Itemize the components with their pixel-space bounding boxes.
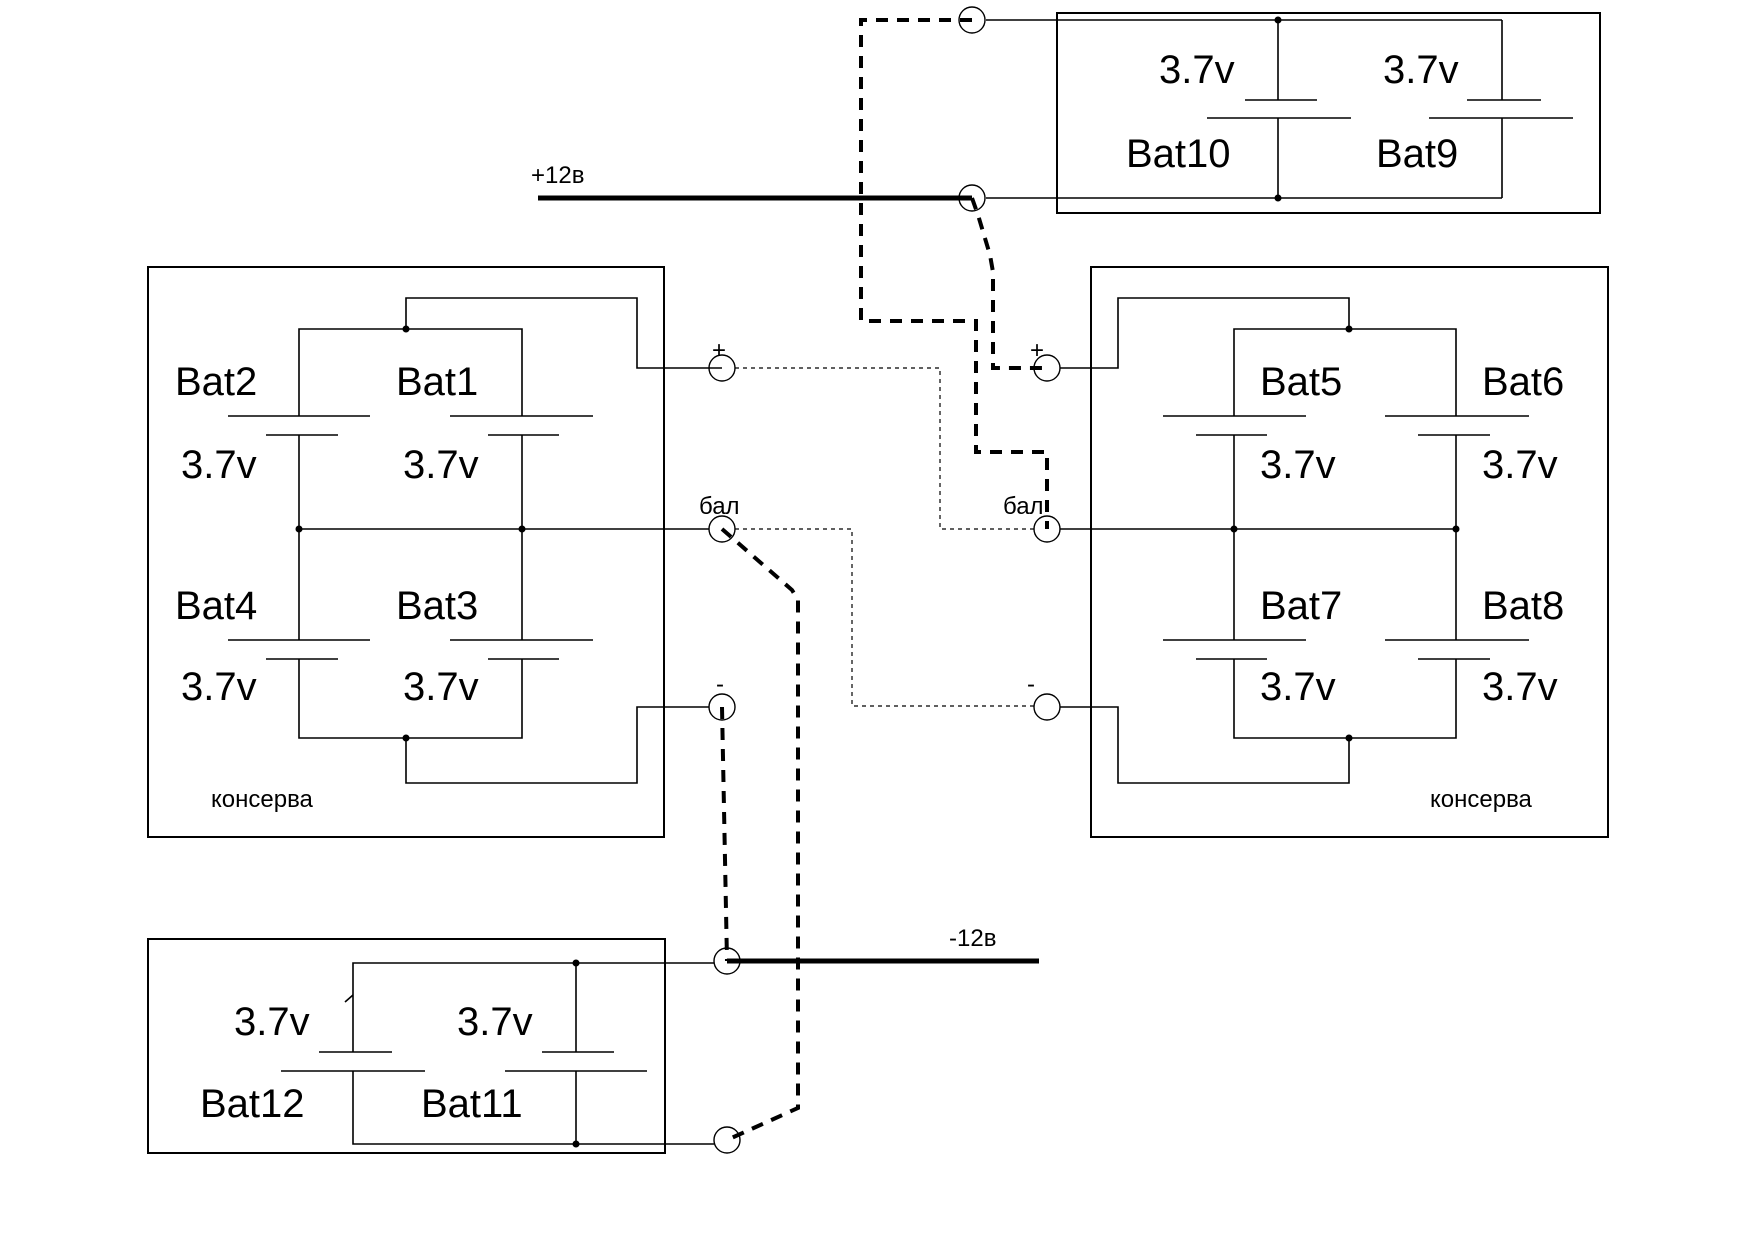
bat9-label: Bat9 bbox=[1376, 132, 1458, 176]
left-pack-top-rail bbox=[298, 328, 523, 416]
junction-dot bbox=[1452, 525, 1460, 533]
bat6-label: Bat6 bbox=[1482, 360, 1564, 404]
bat10-label: Bat10 bbox=[1126, 132, 1231, 176]
top-pack: 3.7v Bat10 3.7v Bat9 bbox=[986, 12, 1601, 214]
link-left-positive-to-right-balance bbox=[735, 367, 1034, 530]
bat2-label: Bat2 bbox=[175, 360, 257, 404]
link-left-negative-to-bottom-negative bbox=[720, 706, 729, 962]
right-pack-enclosure-label: консерва bbox=[1430, 786, 1533, 813]
bat6-voltage: 3.7v bbox=[1482, 443, 1558, 487]
bottom-pack-positive-terminal bbox=[713, 1126, 741, 1154]
bat3-voltage: 3.7v bbox=[403, 665, 479, 709]
bat1-label: Bat1 bbox=[396, 360, 478, 404]
right-pack-negative-lead bbox=[1060, 706, 1350, 784]
left-pack: Bat2 Bat1 3.7v 3.7v Bat4 Bat3 3.7v 3.7v … bbox=[147, 266, 722, 838]
bottom-pack-bottom-rail bbox=[352, 1071, 714, 1145]
junction-dot bbox=[295, 525, 303, 533]
bat8-voltage: 3.7v bbox=[1482, 665, 1558, 709]
left-pack-bottom-rail bbox=[298, 659, 523, 739]
junction-dot bbox=[1345, 325, 1353, 333]
bat3-label: Bat3 bbox=[396, 584, 478, 628]
left-pack-enclosure-label: консерва bbox=[211, 786, 314, 813]
left-pack-positive-lead bbox=[405, 297, 722, 369]
left-negative-terminal bbox=[708, 693, 736, 721]
link-top-positive-to-right-positive bbox=[970, 197, 1047, 370]
junction-dot bbox=[1230, 525, 1238, 533]
right-balance-label: бал bbox=[1003, 493, 1044, 520]
right-pack-enclosure bbox=[1090, 266, 1609, 838]
link-left-balance-to-right-negative bbox=[735, 528, 1034, 707]
junction-dot bbox=[572, 1140, 580, 1148]
junction-dot bbox=[518, 525, 526, 533]
bat7-voltage: 3.7v bbox=[1260, 665, 1336, 709]
top-pack-enclosure bbox=[1056, 12, 1601, 214]
left-pack-negative-lead bbox=[405, 706, 709, 784]
bat5-label: Bat5 bbox=[1260, 360, 1342, 404]
bat8-label: Bat8 bbox=[1482, 584, 1564, 628]
bat2-voltage: 3.7v bbox=[181, 443, 257, 487]
left-pack-enclosure bbox=[147, 266, 665, 838]
bat5-voltage: 3.7v bbox=[1260, 443, 1336, 487]
right-pack: Bat5 Bat6 3.7v 3.7v Bat7 Bat8 3.7v 3.7v … bbox=[1060, 266, 1609, 838]
top-pack-negative-terminal bbox=[958, 6, 986, 34]
left-balance-label: бал bbox=[699, 493, 740, 520]
junction-dot bbox=[1274, 16, 1282, 24]
left-plus-label: + bbox=[712, 337, 726, 364]
bat4-voltage: 3.7v bbox=[181, 665, 257, 709]
negative-rail-label: -12в bbox=[949, 925, 996, 952]
bat7-label: Bat7 bbox=[1260, 584, 1342, 628]
junction-dot bbox=[1274, 194, 1282, 202]
bat1-voltage: 3.7v bbox=[403, 443, 479, 487]
positive-rail-label: +12в bbox=[531, 162, 584, 189]
bat12-voltage: 3.7v bbox=[234, 1000, 310, 1044]
right-pack-bottom-rail bbox=[1233, 659, 1457, 739]
bottom-pack-enclosure bbox=[147, 938, 666, 1154]
bat9-voltage: 3.7v bbox=[1383, 48, 1459, 92]
junction-dot bbox=[402, 325, 410, 333]
right-pack-positive-lead bbox=[1060, 297, 1350, 369]
right-minus-label: - bbox=[1027, 671, 1035, 698]
bat11-voltage: 3.7v bbox=[457, 1000, 533, 1044]
bottom-pack: 3.7v 3.7v Bat12 Bat11 bbox=[147, 938, 714, 1154]
bat4-label: Bat4 bbox=[175, 584, 257, 628]
wire-stub bbox=[344, 994, 354, 1003]
junction-dot bbox=[572, 959, 580, 967]
right-plus-label: + bbox=[1030, 337, 1044, 364]
right-pack-top-rail bbox=[1233, 328, 1457, 416]
bottom-pack-top-rail bbox=[352, 962, 714, 1052]
bat11-label: Bat11 bbox=[421, 1082, 523, 1126]
link-left-balance-to-bottom-positive bbox=[720, 527, 800, 1142]
left-minus-label: - bbox=[716, 671, 724, 698]
bat12-label: Bat12 bbox=[200, 1082, 305, 1126]
link-top-negative-to-right-balance bbox=[859, 18, 1049, 529]
bat10-voltage: 3.7v bbox=[1159, 48, 1235, 92]
right-negative-terminal bbox=[1033, 693, 1061, 721]
